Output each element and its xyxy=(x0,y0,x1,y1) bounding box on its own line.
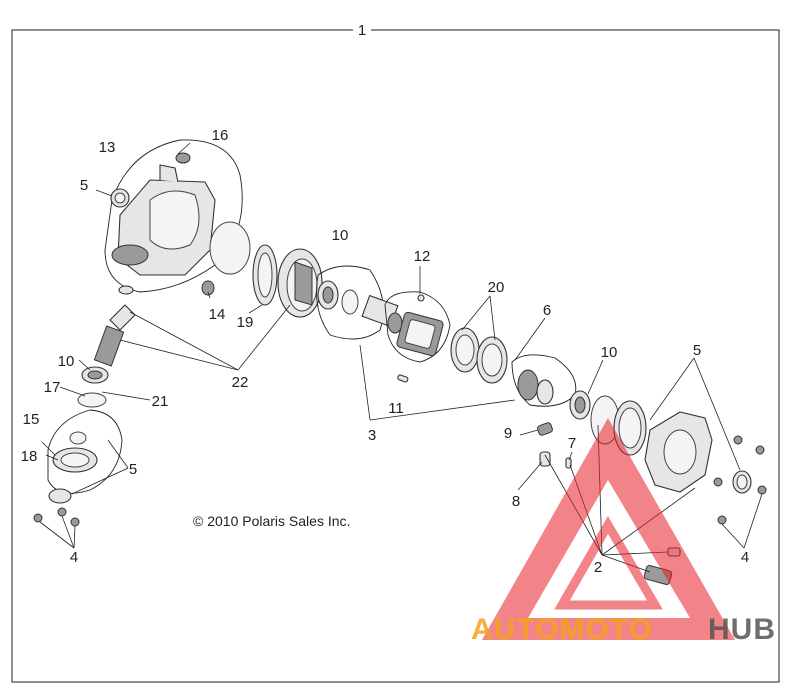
callout-13: 13 xyxy=(99,139,116,156)
callout-5-left: 5 xyxy=(129,461,137,478)
pin-11 xyxy=(397,374,409,383)
callout-5-right: 5 xyxy=(693,342,701,359)
callout-11: 11 xyxy=(388,400,404,417)
callout-10-center: 10 xyxy=(332,227,349,244)
callout-19: 19 xyxy=(237,314,254,331)
plug-9-8-7 xyxy=(537,422,572,469)
callout-14: 14 xyxy=(209,306,226,323)
watermark-triangle-icon xyxy=(482,418,735,640)
callout-3: 3 xyxy=(368,427,376,444)
callout-20: 20 xyxy=(488,279,505,296)
callout-4-right: 4 xyxy=(741,549,749,566)
gear-6 xyxy=(517,369,554,405)
bearing-10 xyxy=(317,280,359,315)
center-group-outline-a xyxy=(316,265,384,340)
pinion-shaft xyxy=(93,285,136,367)
callout-21: 21 xyxy=(152,393,169,410)
callout-7: 7 xyxy=(568,435,576,452)
callout-10-left: 10 xyxy=(58,353,75,370)
hub-shaft xyxy=(361,294,403,334)
callout-17: 17 xyxy=(44,379,61,396)
callout-5-top: 5 xyxy=(80,177,88,194)
callout-4-left: 4 xyxy=(70,549,78,566)
output-ring-19 xyxy=(209,221,278,306)
front-housing xyxy=(110,152,216,296)
copyright-text: © 2010 Polaris Sales Inc. xyxy=(193,513,350,529)
callout-8: 8 xyxy=(512,493,520,510)
watermark-brand-secondary: HUB xyxy=(708,613,776,646)
callout-6: 6 xyxy=(543,302,551,319)
roller-cage-12 xyxy=(396,294,444,357)
callout-22: 22 xyxy=(232,374,249,391)
bearing-10-right xyxy=(569,390,591,420)
watermark-brand-primary: AUTOMOTO xyxy=(471,613,653,646)
callout-1: 1 xyxy=(358,22,366,39)
callout-9: 9 xyxy=(504,425,512,442)
watermark xyxy=(482,418,735,640)
ring-gear xyxy=(277,248,323,318)
callout-2: 2 xyxy=(594,559,602,576)
lower-housing xyxy=(48,366,109,504)
callout-10-right: 10 xyxy=(601,344,618,361)
bolts-right-4 xyxy=(713,435,767,525)
armature-plates-20 xyxy=(450,327,508,384)
diagram-frame xyxy=(11,29,780,683)
bolts-left-4 xyxy=(33,507,80,527)
center-group-outline-b xyxy=(384,291,451,363)
callout-16: 16 xyxy=(212,127,229,144)
rear-cover xyxy=(644,411,752,494)
callout-12: 12 xyxy=(414,248,431,265)
callout-15: 15 xyxy=(23,411,40,428)
callout-18: 18 xyxy=(21,448,38,465)
